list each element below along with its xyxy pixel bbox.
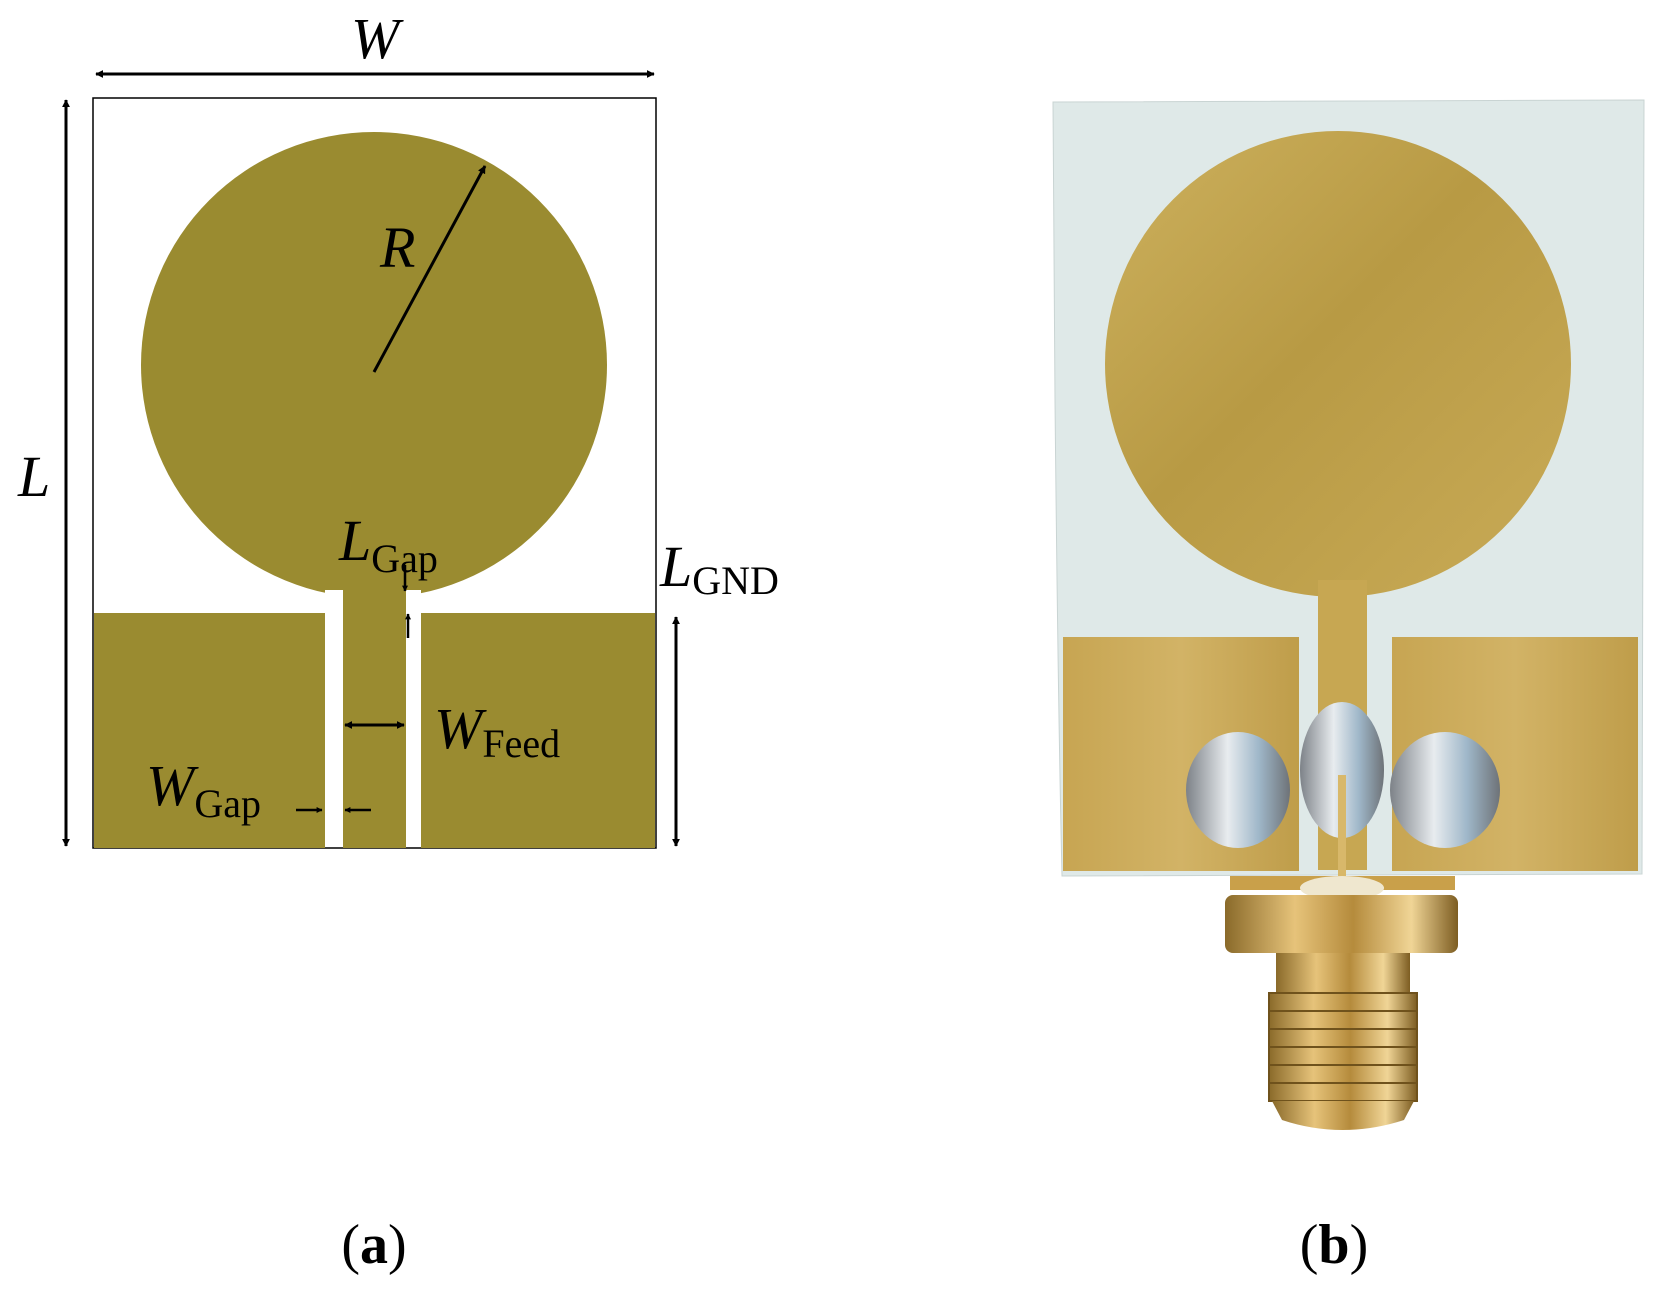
connector-tip — [1272, 1101, 1414, 1130]
ground-plane-right — [421, 613, 655, 848]
label-l-gap-sub: Gap — [371, 536, 438, 581]
label-l-gap: LGap — [338, 508, 438, 581]
patch-ground-gap — [325, 590, 343, 613]
feed-line — [343, 570, 406, 848]
label-l-gnd-main: L — [659, 534, 692, 599]
r-radius-arrow — [372, 165, 487, 373]
connector-dielectric — [1300, 876, 1384, 900]
label-l-gnd: LGND — [659, 534, 779, 603]
connector-thread — [1268, 992, 1418, 1102]
circular-patch — [141, 132, 607, 598]
caption-b-letter: b — [1318, 1214, 1349, 1276]
label-l-gnd-sub: GND — [692, 558, 779, 603]
connector-flange — [1225, 895, 1458, 953]
caption-a-letter: a — [360, 1214, 388, 1276]
ground-plane-left — [94, 613, 325, 848]
photo-circular-patch — [1105, 131, 1571, 597]
patch-ground-gap-right — [406, 590, 421, 613]
caption-b-close: ) — [1350, 1214, 1369, 1276]
label-w-feed: WFeed — [434, 696, 560, 766]
label-w-gap: WGap — [146, 753, 261, 826]
solder-center — [1300, 702, 1384, 838]
center-pin — [1338, 775, 1346, 885]
caption-a-open: ( — [341, 1214, 360, 1276]
label-l: L — [17, 444, 50, 509]
panel-b-photo: (b) — [1052, 99, 1645, 1276]
photo-gap-top-right — [1367, 615, 1392, 637]
connector-neck — [1276, 953, 1410, 993]
label-w-gap-sub: Gap — [194, 781, 261, 826]
photo-gap-top-left — [1299, 615, 1318, 637]
caption-a-close: ) — [388, 1214, 407, 1276]
label-w-gap-main: W — [146, 753, 199, 818]
label-w-feed-sub: Feed — [482, 721, 560, 766]
label-l-gap-main: L — [338, 508, 371, 573]
panel-a-schematic: W L R LGap LGND WFeed WGap (a) — [17, 6, 779, 1276]
solder-right — [1390, 732, 1500, 848]
solder-left — [1186, 732, 1290, 848]
caption-a: (a) — [341, 1214, 406, 1276]
caption-b-open: ( — [1300, 1214, 1319, 1276]
label-w-feed-main: W — [434, 696, 487, 761]
label-r: R — [379, 215, 415, 280]
caption-b: (b) — [1300, 1214, 1368, 1276]
radiating-patch — [94, 132, 655, 848]
label-w: W — [351, 6, 404, 71]
